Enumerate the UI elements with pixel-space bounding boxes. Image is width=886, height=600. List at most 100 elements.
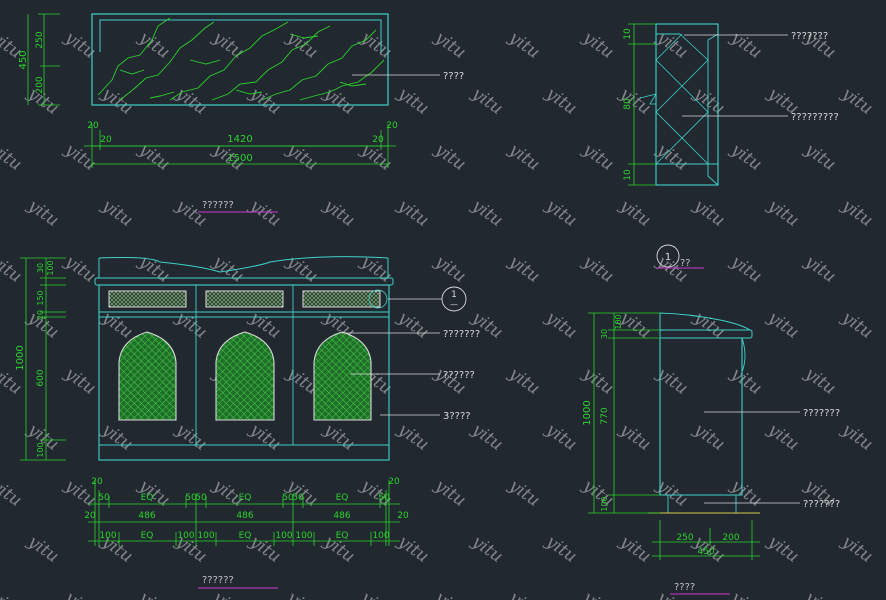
watermark-text: yitu (393, 531, 432, 567)
watermark-text: yitu (800, 251, 839, 287)
front-dim-100b: 100 (36, 442, 45, 457)
watermark-text: yitu (615, 531, 654, 567)
watermark-text: yitu (615, 419, 654, 455)
watermark-text: yitu (837, 531, 876, 567)
watermark-text: yitu (837, 307, 876, 343)
front-row2-dim: 20 (397, 511, 409, 521)
watermark-text: yitu (837, 419, 876, 455)
front-dim-600: 600 (36, 369, 46, 386)
watermark-text: yitu (800, 363, 839, 399)
watermark-text: yitu (60, 251, 99, 287)
plan-dim-20c: 20 (372, 135, 384, 145)
watermark-text: yitu (726, 587, 765, 600)
watermark-text: yitu (134, 251, 173, 287)
arched-door-panels (118, 331, 372, 421)
section-label-top: ??????? (791, 31, 828, 42)
watermark-text: yitu (282, 587, 321, 600)
watermark-text: yitu (578, 475, 617, 511)
side-dim-200: 200 (722, 533, 739, 543)
watermark-text: yitu (0, 251, 25, 287)
front-row3-dim: EQ (141, 531, 154, 541)
front-dim-30: 30 (36, 263, 45, 273)
watermark-text: yitu (97, 83, 136, 119)
front-callout-circle (441, 286, 467, 312)
front-dim-20: 20 (36, 310, 45, 320)
front-label-1: ??????? (443, 329, 480, 340)
plan-vertical-dims (27, 13, 60, 106)
watermark-text: yitu (134, 587, 173, 600)
cabinet-body (98, 284, 390, 461)
watermark-text: yitu (430, 251, 469, 287)
watermark-text: yitu (356, 27, 395, 63)
top-plan-view: 450 250 200 20 20 1420 20 20 1500 ???? ?… (18, 13, 464, 213)
side-dim-100b: 100 (600, 496, 609, 511)
countertop-outline (91, 13, 389, 106)
watermark-text: yitu (60, 363, 99, 399)
front-callout-suffix: — (450, 300, 458, 309)
front-row1-dim: 20 (388, 477, 400, 487)
side-dim-250: 250 (676, 533, 693, 543)
watermark-text: yitu (689, 195, 728, 231)
watermark-text: yitu (504, 363, 543, 399)
backsplash-profile (98, 256, 389, 278)
front-dim-100a: 100 (46, 260, 55, 275)
side-dim-30: 30 (600, 329, 609, 339)
watermark-text: yitu (763, 307, 802, 343)
plan-dim-20b: 20 (100, 135, 112, 145)
watermark-text: yitu (282, 251, 321, 287)
watermark-text: yitu (319, 83, 358, 119)
watermark-text: yitu (208, 587, 247, 600)
front-callout-number: 1 (451, 290, 457, 300)
watermark-text: yitu (689, 419, 728, 455)
front-row1-dim: EQ (336, 493, 349, 503)
watermark-text: yitu (504, 587, 543, 600)
plan-dim-1420: 1420 (227, 134, 252, 145)
watermark-text: yitu (208, 251, 247, 287)
watermark-text: yitu (726, 27, 765, 63)
watermark-text: yitu (652, 475, 691, 511)
watermark-text: yitu (800, 139, 839, 175)
diamond-lattice (655, 33, 709, 165)
watermark-text: yitu (282, 139, 321, 175)
watermark-text: yitu (763, 195, 802, 231)
watermark-text: yitu (319, 419, 358, 455)
watermark-text: yitu (97, 307, 136, 343)
front-row3-dim: 100 (372, 531, 389, 541)
watermark-text: yitu (245, 195, 284, 231)
watermark-text: yitu (430, 27, 469, 63)
watermark-text: yitu (0, 139, 25, 175)
countertop-edge (94, 277, 394, 286)
watermark-text: yitu (541, 83, 580, 119)
watermark-text: yitu (837, 83, 876, 119)
front-row1-dim: 50 (185, 493, 197, 503)
side-dim-770: 770 (600, 407, 610, 424)
watermark-text: yitu (578, 27, 617, 63)
watermark-text: yitu (171, 83, 210, 119)
plan-label: ???? (443, 71, 464, 82)
watermark-text: yitu (430, 363, 469, 399)
section-marker-suffix: ?? (680, 258, 691, 269)
front-row2-dim: 486 (138, 511, 155, 521)
watermark-text: yitu (23, 195, 62, 231)
front-row2-dim: 486 (333, 511, 350, 521)
watermark-text: yitu (134, 139, 173, 175)
watermark-text: yitu (652, 139, 691, 175)
watermark-text: yitu (134, 27, 173, 63)
watermark-text: yitu (726, 251, 765, 287)
watermark-text: yitu (60, 587, 99, 600)
watermark-text: yitu (837, 195, 876, 231)
watermark-text: yitu (430, 139, 469, 175)
watermark-text: yitu (578, 251, 617, 287)
watermark-text: yitu (319, 195, 358, 231)
drawer-panels (108, 290, 381, 308)
watermark-text: yitu (467, 83, 506, 119)
watermark-text: yitu (208, 27, 247, 63)
front-row3-dim: 100 (197, 531, 214, 541)
watermark-text: yitu (393, 419, 432, 455)
watermark-text: yitu (171, 307, 210, 343)
watermark-text: yitu (393, 83, 432, 119)
front-row1-dim: 50 (378, 493, 390, 503)
section-marker-circle (656, 244, 680, 268)
